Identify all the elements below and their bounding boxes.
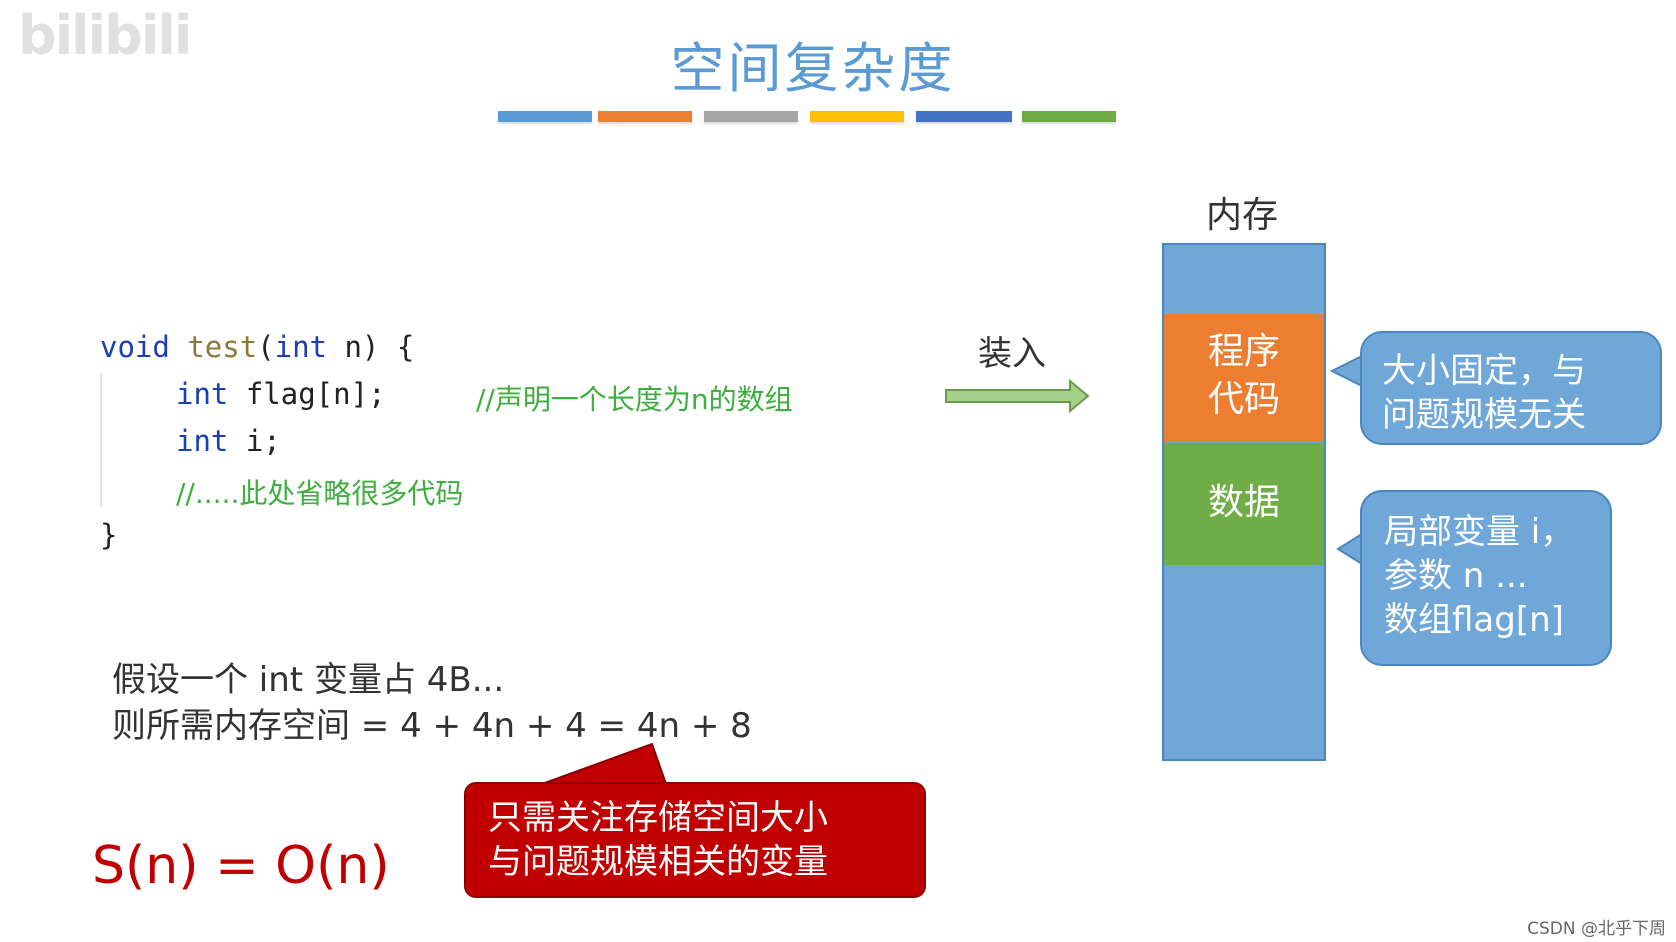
code-block: void test(int n) { int flag[n]; //声明一个长度… — [100, 330, 793, 568]
color-bar-2 — [598, 111, 692, 122]
code-comment-array: //声明一个长度为n的数组 — [476, 383, 793, 416]
function-name: test — [187, 330, 258, 364]
bubble-data-line-3: 数组flag[n] — [1384, 600, 1564, 640]
color-bar-1 — [498, 111, 592, 122]
assumption-line-1: 假设一个 int 变量占 4B... — [112, 660, 505, 700]
memory-label: 内存 — [1206, 195, 1279, 236]
color-bar-4 — [810, 111, 904, 122]
color-bar-6 — [1022, 111, 1116, 122]
bilibili-watermark: bilibili — [18, 4, 192, 67]
keyword-int: int — [176, 424, 229, 458]
assumption-line-2: 则所需内存空间 = 4 + 4n + 4 = 4n + 8 — [112, 706, 752, 746]
keyword-int: int — [176, 377, 229, 411]
title-color-bars — [498, 111, 1118, 122]
callout-line-1: 只需关注存储空间大小 — [488, 798, 828, 838]
bubble-data-line-2: 参数 n ... — [1384, 556, 1528, 596]
code-line-3: int i; — [176, 424, 281, 458]
bubble-code-line-1: 大小固定，与 — [1382, 351, 1586, 391]
bubble-data-line-1: 局部变量 i， — [1384, 512, 1575, 552]
code-comment-omitted: //.....此处省略很多代码 — [176, 477, 464, 510]
space-complexity-formula: S(n) = O(n) — [92, 836, 390, 896]
program-code-line-2: 代码 — [1207, 379, 1280, 420]
callout-box: 只需关注存储空间大小 与问题规模相关的变量 — [464, 782, 926, 898]
csdn-credit: CSDN @北乎下周 — [1527, 919, 1666, 939]
load-label: 装入 — [978, 334, 1046, 374]
bubble-code-pointer — [1330, 354, 1364, 388]
bubble-code-line-2: 问题规模无关 — [1382, 395, 1586, 435]
load-arrow-icon — [945, 378, 1090, 414]
color-bar-3 — [704, 111, 798, 122]
keyword-void: void — [100, 330, 170, 364]
param-rest: n) { — [327, 330, 415, 364]
code-line-2: int flag[n]; — [176, 377, 386, 411]
memory-data-block: 数据 — [1164, 443, 1324, 565]
bubble-program-code: 大小固定，与 问题规模无关 — [1360, 331, 1662, 445]
indent-guide — [100, 373, 102, 507]
program-code-line-1: 程序 — [1207, 331, 1280, 372]
code-text: i; — [228, 424, 281, 458]
data-block-label: 数据 — [1207, 482, 1280, 523]
code-text: flag[n]; — [228, 377, 386, 411]
code-line-1: void test(int n) { — [100, 330, 414, 364]
paren-open: ( — [257, 330, 275, 364]
keyword-int: int — [274, 330, 328, 364]
callout-line-2: 与问题规模相关的变量 — [488, 842, 828, 882]
color-bar-5 — [916, 111, 1012, 122]
code-line-5: } — [100, 518, 118, 552]
page-title: 空间复杂度 — [670, 37, 956, 100]
memory-program-code-block: 程序 代码 — [1164, 314, 1324, 442]
bubble-data: 局部变量 i， 参数 n ... 数组flag[n] — [1360, 490, 1612, 666]
callout-pointer — [541, 742, 668, 785]
